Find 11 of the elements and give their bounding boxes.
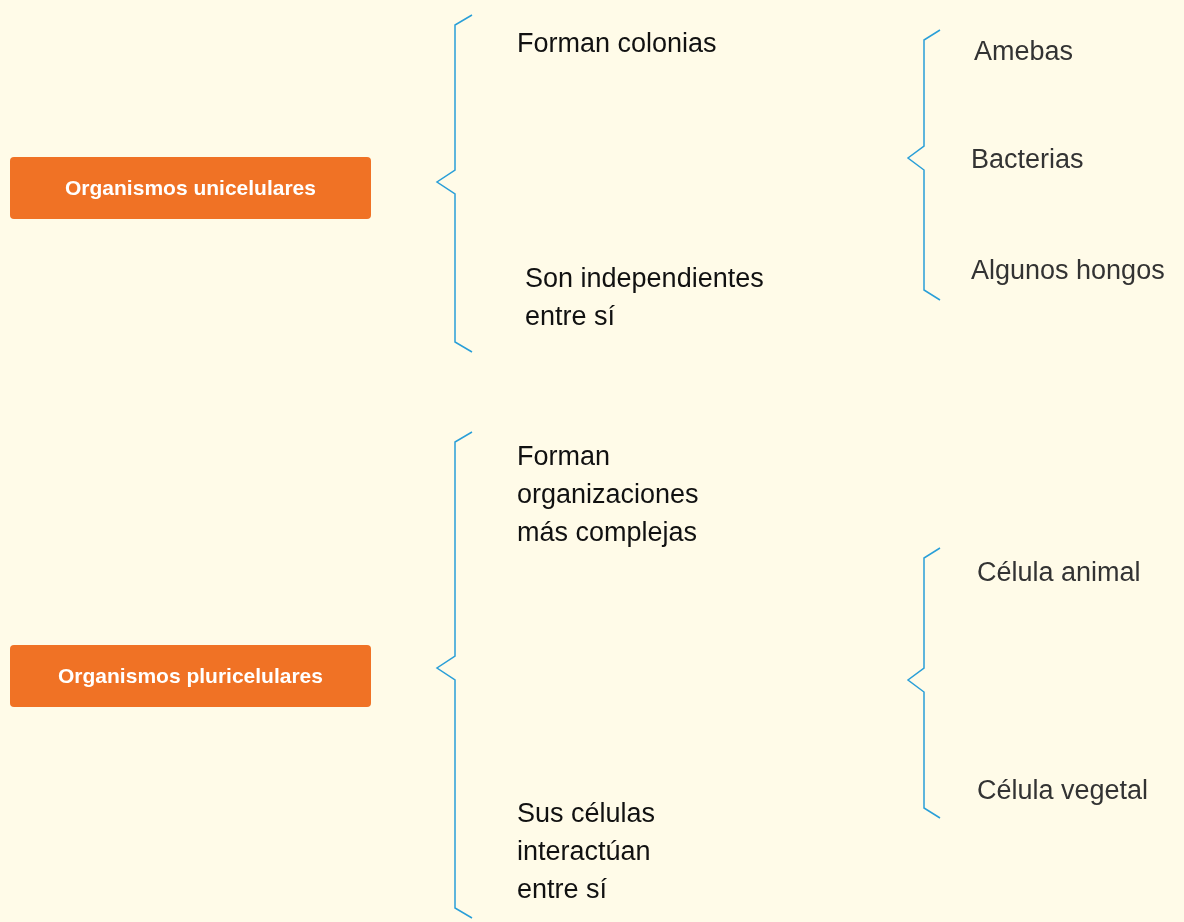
example-text: Bacterias	[971, 143, 1085, 176]
characteristic-text: Forman colonias	[517, 27, 718, 60]
category-box: Organismos unicelulares	[10, 157, 371, 219]
example-text: Célula animal	[977, 556, 1142, 589]
example-text: Algunos hongos	[971, 254, 1166, 287]
characteristic-text: Forman organizaciones más complejas	[517, 440, 700, 549]
example-text: Célula vegetal	[977, 774, 1150, 807]
category-box: Organismos pluricelulares	[10, 645, 371, 707]
characteristic-text: Sus células interactúan entre sí	[517, 797, 657, 906]
characteristic-text: Son independientes entre sí	[525, 262, 765, 333]
example-text: Amebas	[974, 35, 1075, 68]
